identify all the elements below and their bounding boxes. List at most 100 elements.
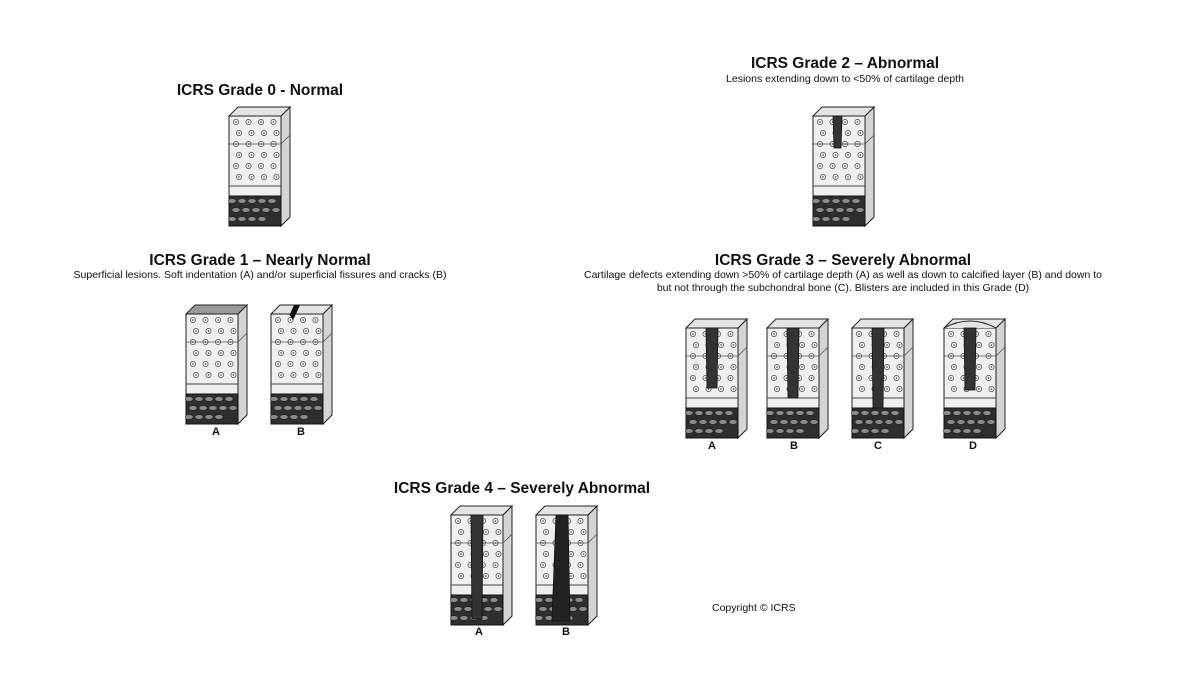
trabecular-bone-cell [962, 428, 972, 434]
chondrocyte-nucleus [856, 143, 859, 145]
chondrocyte-nucleus [785, 377, 788, 379]
chondrocyte-nucleus [704, 377, 707, 379]
cartilage-block-illustration [942, 317, 1007, 440]
zone-divider [818, 346, 829, 357]
cartilage-layer [228, 115, 282, 197]
trabecular-bone-cell [765, 428, 775, 434]
chondrocyte-cell [976, 342, 982, 348]
chondrocyte-nucleus [732, 344, 735, 346]
chondrocyte-cell [808, 353, 815, 359]
trabecular-bone-cell [534, 615, 544, 621]
chondrocyte-nucleus [720, 344, 722, 346]
chondrocyte-cell [580, 573, 587, 579]
chondrocyte-cell [799, 364, 805, 370]
chondrocyte-nucleus [834, 176, 837, 178]
chondrocyte-nucleus [987, 377, 990, 379]
chondrocyte-cell [273, 130, 280, 136]
grade-4-title: ICRS Grade 4 – Severely Abnormal [393, 480, 651, 497]
chondrocyte-cell [205, 372, 212, 378]
chondrocyte-cell [976, 364, 982, 370]
chondrocyte-cell [951, 342, 957, 348]
chondrocyte-nucleus [305, 352, 307, 354]
chondrocyte-cell [248, 152, 255, 158]
trabecular-bone-cell [815, 207, 825, 213]
chondrocyte-nucleus [579, 542, 582, 544]
chondrocyte-cell [774, 364, 780, 370]
trabecular-bone-cell [493, 606, 503, 612]
chondrocyte-nucleus [834, 154, 837, 156]
cartilage-block-illustration [850, 317, 915, 440]
trabecular-bone-cell [273, 405, 283, 411]
chondrocyte-cell [315, 350, 322, 356]
chondrocyte-cell [842, 141, 848, 147]
grade-1-label-b: B [297, 426, 305, 438]
trabecular-bone-cell [289, 414, 299, 420]
chondrocyte-nucleus [987, 355, 990, 357]
chondrocyte-cell [273, 152, 280, 158]
chondrocyte-cell [577, 518, 584, 524]
chondrocyte-cell [948, 375, 954, 381]
trabecular-bone-cell [194, 414, 204, 420]
chondrocyte-cell [227, 317, 234, 323]
trabecular-bone-cell [231, 207, 241, 213]
block-side-face [864, 105, 875, 228]
chondrocyte-nucleus [457, 564, 459, 566]
trabecular-bone-cell [809, 419, 819, 425]
chondrocyte-cell [856, 353, 862, 359]
chondrocyte-nucleus [314, 319, 317, 321]
chondrocyte-nucleus [831, 143, 834, 145]
trabecular-bone-cell [982, 410, 992, 416]
chondrocyte-nucleus [810, 333, 813, 335]
chondrocyte-cell [718, 386, 724, 392]
chondrocyte-cell [303, 372, 309, 378]
block-top-face [227, 106, 292, 117]
chondrocyte-cell [287, 361, 294, 367]
chondrocyte-cell [543, 529, 549, 535]
full-thickness-lesion [470, 514, 484, 620]
trabecular-bone-cell [534, 597, 544, 603]
chondrocyte-cell [258, 163, 264, 169]
chondrocyte-cell [976, 386, 982, 392]
cartilage-block-illustration [684, 317, 749, 440]
trabecular-bone-cell [214, 414, 224, 420]
grade-1-block-b [269, 303, 334, 431]
chondrocyte-nucleus [232, 352, 235, 354]
chondrocyte-cell [248, 174, 255, 180]
block-top-face [850, 318, 915, 329]
trabecular-bone-cell [821, 198, 831, 204]
cartilage-block-illustration [534, 504, 599, 627]
chondrocyte-cell [261, 152, 267, 158]
chondrocyte-cell [230, 372, 237, 378]
chondrocyte-cell [233, 163, 239, 169]
chondrocyte-cell [492, 540, 499, 546]
trabecular-bone-cell [289, 396, 299, 402]
chondrocyte-nucleus [494, 520, 497, 522]
trabecular-bone-cell [799, 419, 809, 425]
chondrocyte-cell [218, 372, 224, 378]
trabecular-bone-cell [976, 419, 986, 425]
chondrocyte-nucleus [898, 366, 901, 368]
grade-3-label-c: C [874, 440, 882, 452]
chondrocyte-cell [985, 331, 992, 337]
chondrocyte-cell [215, 361, 221, 367]
chondrocyte-cell [190, 317, 196, 323]
chondrocyte-nucleus [263, 132, 265, 134]
chondrocyte-cell [988, 386, 995, 392]
chondrocyte-cell [455, 562, 461, 568]
chondrocyte-nucleus [204, 319, 207, 321]
chondrocyte-cell [896, 386, 903, 392]
chondrocyte-nucleus [260, 143, 262, 145]
block-top-face [765, 318, 830, 329]
zone-divider [864, 134, 875, 145]
chondrocyte-nucleus [260, 121, 262, 123]
chondrocyte-nucleus [870, 377, 873, 379]
chondrocyte-nucleus [247, 165, 250, 167]
trabecular-bone-cell [708, 419, 718, 425]
trabecular-bone-cell [459, 597, 469, 603]
chondrocyte-nucleus [570, 575, 572, 577]
chondrocyte-cell [455, 518, 461, 524]
chondrocyte-nucleus [302, 363, 304, 365]
chondrocyte-cell [820, 174, 826, 180]
trabecular-bone-cell [962, 410, 972, 416]
trabecular-bone-cell [870, 428, 880, 434]
